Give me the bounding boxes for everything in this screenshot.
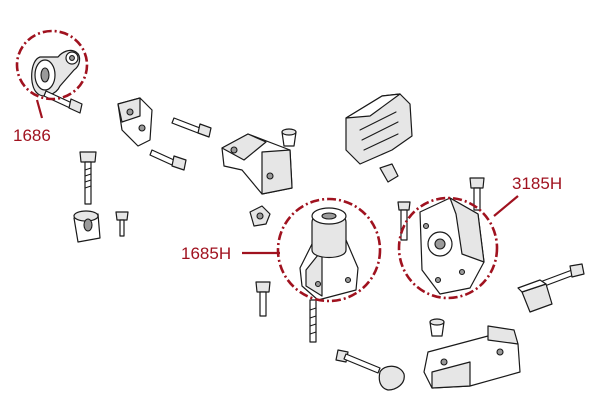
part-bolt-2 — [171, 117, 212, 138]
callout-ring-1685h — [276, 197, 382, 303]
callout-label-1685h: 1685H — [181, 244, 231, 263]
leader-1686 — [35, 99, 44, 119]
callout-ring-1686 — [15, 29, 89, 101]
part-bushing-left — [73, 210, 101, 243]
part-bolt-6 — [469, 177, 485, 211]
leader-3185h — [493, 195, 519, 217]
part-bolt-1 — [43, 90, 83, 114]
part-bolt-3 — [149, 149, 187, 171]
part-bolt-8 — [335, 349, 381, 374]
part-nut-center — [249, 205, 271, 227]
part-transmission-mount — [419, 197, 485, 295]
part-bolt-7 — [539, 263, 585, 288]
part-small-sleeve — [281, 128, 297, 147]
part-bolt-4 — [255, 281, 271, 317]
callout-ring-3185h — [397, 196, 499, 300]
part-cap — [378, 365, 405, 391]
part-vertical-bolt-left — [79, 151, 97, 205]
part-heat-shield — [345, 93, 413, 165]
part-stud-long — [309, 299, 317, 343]
part-nut-shield — [379, 163, 399, 183]
part-lower-bracket — [423, 325, 521, 389]
part-sleeve-right — [429, 318, 445, 337]
callout-label-1686: 1686 — [13, 126, 51, 145]
part-bushing-right — [517, 279, 553, 313]
part-l-bracket — [117, 97, 153, 147]
part-engine-mount — [299, 207, 359, 301]
callout-label-3185h: 3185H — [512, 174, 562, 193]
part-mount-bracket-center — [221, 133, 293, 195]
part-small-bolt-left — [115, 211, 129, 237]
part-link-bracket — [31, 49, 81, 97]
part-bolt-5 — [397, 201, 411, 241]
